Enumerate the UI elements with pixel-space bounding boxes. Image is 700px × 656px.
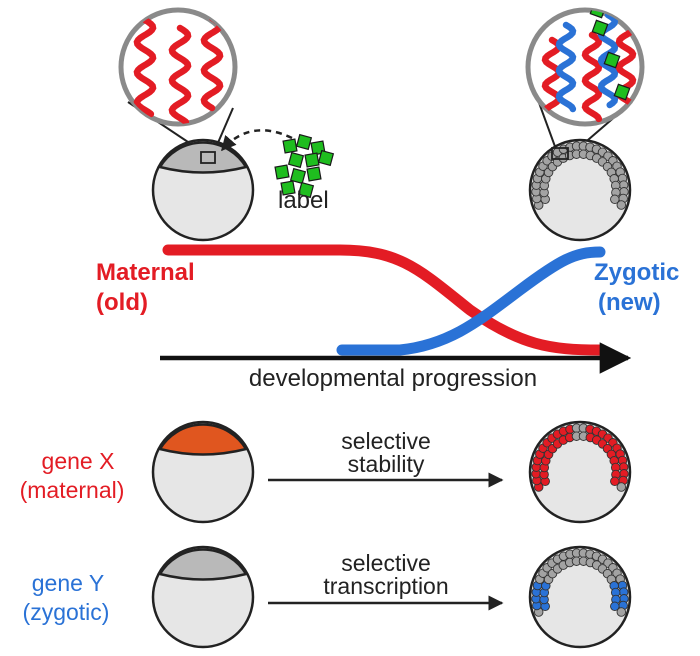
label-square [274, 164, 290, 180]
maternal-rna [168, 24, 192, 124]
label-square [304, 152, 320, 168]
embryo-gene-x-early [151, 420, 255, 524]
embryo-late-top [528, 138, 632, 242]
stability-sub: stability [348, 451, 425, 477]
embryo-gene-x-late [528, 420, 632, 524]
maternal-rna-strands [133, 14, 224, 124]
zygotic-label: Zygotic [594, 259, 679, 286]
gene-x-cells [531, 423, 629, 492]
gene-x-sub: (maternal) [20, 477, 125, 503]
label-square [295, 133, 313, 151]
label-square [287, 151, 305, 169]
label-square [591, 19, 609, 37]
maternal-rna [200, 14, 224, 112]
zygotic-curve [336, 246, 606, 356]
axis-label: developmental progression [249, 365, 537, 392]
gene-y-sub: (zygotic) [23, 599, 110, 625]
label-square [613, 83, 631, 101]
mixed-rna-strands [541, 10, 637, 123]
gene-y-label: gene Y [32, 570, 104, 596]
maternal-label: Maternal [96, 259, 195, 286]
cell [616, 482, 627, 492]
cell [616, 607, 627, 617]
maternal-rna [133, 16, 157, 118]
maternal-label-sub: (old) [96, 289, 148, 316]
embryo-gene-y-early [151, 545, 255, 649]
embryo-early [151, 138, 255, 242]
label-square [280, 180, 296, 196]
gene-y-cells [531, 548, 629, 617]
maternal-curve [162, 244, 606, 356]
stability-label: selective [341, 428, 430, 454]
label-tag: label [278, 187, 329, 214]
label-square [289, 167, 307, 185]
cell [610, 601, 620, 612]
cell [610, 194, 620, 205]
label-squares [274, 133, 335, 199]
label-square [603, 51, 621, 69]
maternal-rna [581, 31, 603, 123]
label-incorporation-arrow [221, 129, 293, 152]
cell [610, 476, 620, 487]
label-square [317, 149, 335, 167]
zoom-box [200, 151, 216, 164]
zoom-circle-maternal [118, 7, 238, 127]
zoom-circle-zygotic [525, 7, 645, 127]
embryo-gene-y-late [528, 545, 632, 649]
gene-x-label: gene X [42, 448, 115, 474]
zygotic-label-sub: (new) [598, 289, 661, 316]
blastoderm-cells [531, 141, 629, 210]
transcription-label: selective [341, 550, 430, 576]
cell [616, 200, 627, 210]
label-square [282, 138, 298, 154]
transcription-sub: transcription [323, 573, 448, 599]
zygotic-rna [555, 21, 577, 113]
label-square [306, 166, 322, 182]
label-square [297, 181, 315, 199]
zoom-box-right [551, 147, 569, 160]
